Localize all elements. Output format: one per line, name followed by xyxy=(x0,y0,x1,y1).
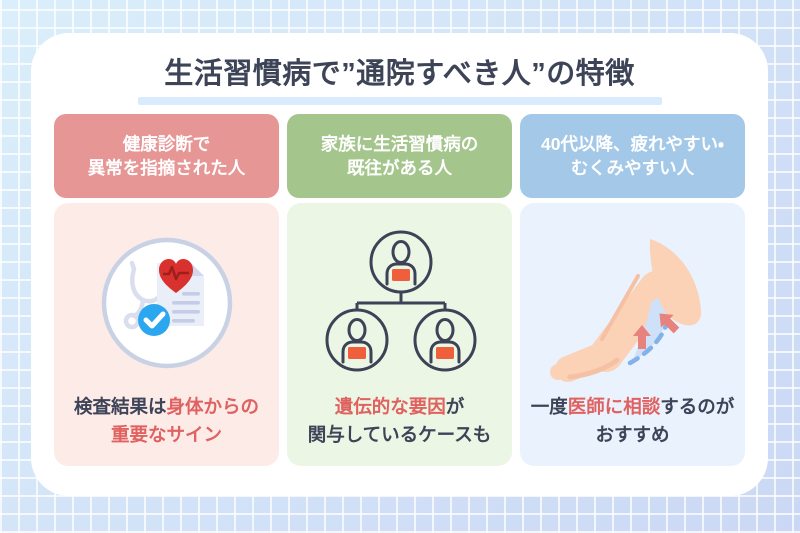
caption: 一度医師に相談するのが おすすめ xyxy=(520,393,745,449)
caption-line: 関与しているケースも xyxy=(307,423,492,445)
badge-line: 既往がある人 xyxy=(347,158,452,179)
badge-line: 異常を指摘された人 xyxy=(87,158,246,179)
column-panel: 一度医師に相談するのが おすすめ xyxy=(520,203,745,467)
caption-line: 重要なサイン xyxy=(110,423,222,445)
column-header-badge: 健康診断で 異常を指摘された人 xyxy=(54,114,279,199)
column-header-badge: 40代以降、疲れやすい・ むくみやすい人 xyxy=(520,114,745,199)
title-underline xyxy=(137,97,662,106)
badge-line: 健康診断で xyxy=(122,133,211,154)
columns-container: 健康診断で 異常を指摘された人 xyxy=(31,114,768,467)
badge-line: 40代以降、疲れやすい・ xyxy=(541,133,724,154)
column-header-badge: 家族に生活習慣病の 既往がある人 xyxy=(287,114,512,199)
caption: 遺伝的な要因が 関与しているケースも xyxy=(287,393,512,449)
title-block: 生活習慣病で”通院すべき人”の特徴 xyxy=(31,56,768,106)
infographic-card: 生活習慣病で”通院すべき人”の特徴 健康診断で 異常を指摘された人 xyxy=(31,33,768,496)
caption-line: 検査結果は身体からの xyxy=(73,395,260,417)
medical-report-check-icon xyxy=(101,238,233,369)
column-panel: 検査結果は身体からの 重要なサイン xyxy=(54,203,279,467)
column-family-history: 家族に生活習慣病の 既往がある人 xyxy=(287,114,512,467)
family-tree-icon xyxy=(325,230,477,372)
column-over-40-fatigue: 40代以降、疲れやすい・ むくみやすい人 xyxy=(520,114,745,467)
caption-line: おすすめ xyxy=(595,423,670,445)
column-health-checkup: 健康診断で 異常を指摘された人 xyxy=(54,114,279,467)
badge-line: 家族に生活習慣病の xyxy=(320,133,479,154)
badge-line: むくみやすい人 xyxy=(570,158,695,179)
column-panel: 遺伝的な要因が 関与しているケースも xyxy=(287,203,512,467)
caption-line: 一度医師に相談するのが xyxy=(530,395,735,417)
caption-line: 遺伝的な要因が xyxy=(334,395,465,417)
swollen-leg-icon xyxy=(550,239,701,383)
page-title: 生活習慣病で”通院すべき人”の特徴 xyxy=(164,58,635,90)
caption: 検査結果は身体からの 重要なサイン xyxy=(54,393,279,449)
